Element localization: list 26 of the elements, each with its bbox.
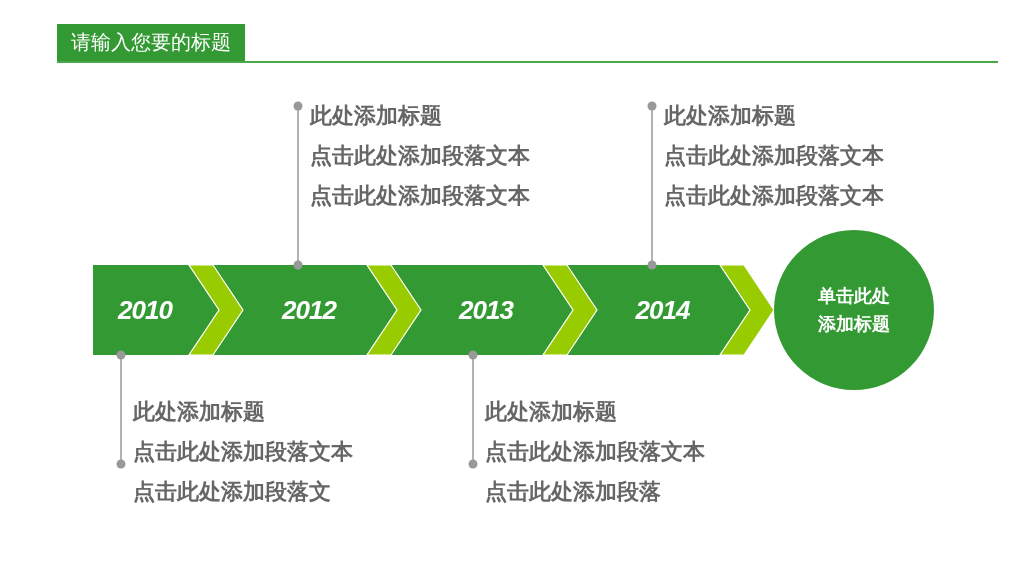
callout-title: 此处添加标题 <box>310 102 442 130</box>
callout-text: 点击此处添加段落文本 <box>133 438 353 466</box>
page-title: 请输入您要的标题 <box>57 24 245 61</box>
year-label: 2014 <box>635 295 690 325</box>
callout-text: 点击此处添加段落文本 <box>664 182 884 210</box>
leader-line <box>468 350 478 469</box>
year-label: 2012 <box>282 295 336 325</box>
callout-text: 点击此处添加段落文本 <box>664 142 884 170</box>
callout-text: 点击此处添加段落文本 <box>310 142 530 170</box>
chevron-arrow <box>541 264 598 356</box>
year-label: 2010 <box>118 295 172 325</box>
leader-line <box>116 350 126 469</box>
chevron-arrow <box>187 264 244 356</box>
leader-line <box>647 101 657 270</box>
callout-text: 点击此处添加段落文 <box>133 478 331 506</box>
chevron-arrow <box>718 264 775 356</box>
callout-title: 此处添加标题 <box>133 398 265 426</box>
leader-line <box>293 101 303 270</box>
callout-text: 点击此处添加段落 <box>485 478 661 506</box>
callout-title: 此处添加标题 <box>664 102 796 130</box>
circle-label: 单击此处添加标题 <box>817 284 891 336</box>
callout-text: 点击此处添加段落文本 <box>310 182 530 210</box>
chevron-arrow <box>365 264 422 356</box>
year-label: 2013 <box>459 295 513 325</box>
callout-title: 此处添加标题 <box>485 398 617 426</box>
callout-text: 点击此处添加段落文本 <box>485 438 705 466</box>
